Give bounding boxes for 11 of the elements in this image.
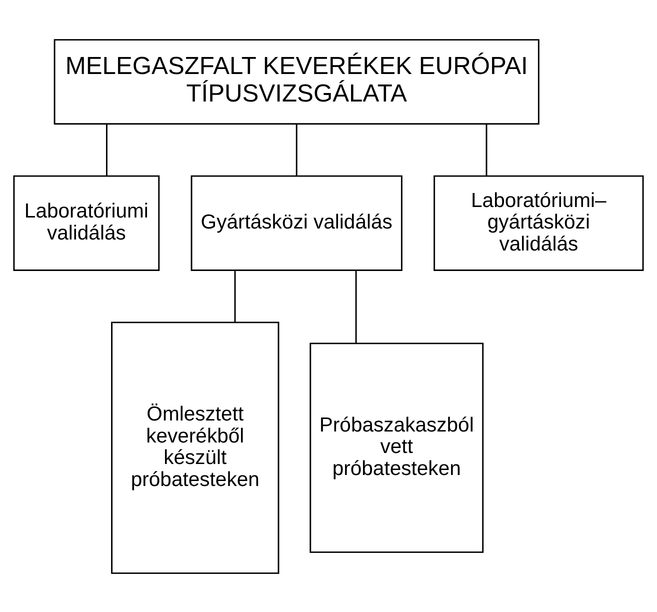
connector (355, 270, 357, 343)
connector (486, 124, 488, 176)
connector (296, 124, 298, 176)
connector (234, 270, 236, 322)
node-box: Ömlesztett keverékből készült próbatesteken (111, 321, 280, 574)
node-box: Próbaszakaszból vett próbatesteken (310, 342, 484, 552)
node-box: Laboratóriumi– gyártásközi validálás (434, 174, 644, 270)
node-box: Laboratóriumi validálás (13, 174, 160, 270)
node-box: Gyártásközi validálás (190, 174, 402, 270)
connector (106, 124, 108, 176)
node-box: MELEGASZFALT KEVERÉKEK EURÓPAI TÍPUSVIZSGÁLATA (54, 38, 540, 124)
